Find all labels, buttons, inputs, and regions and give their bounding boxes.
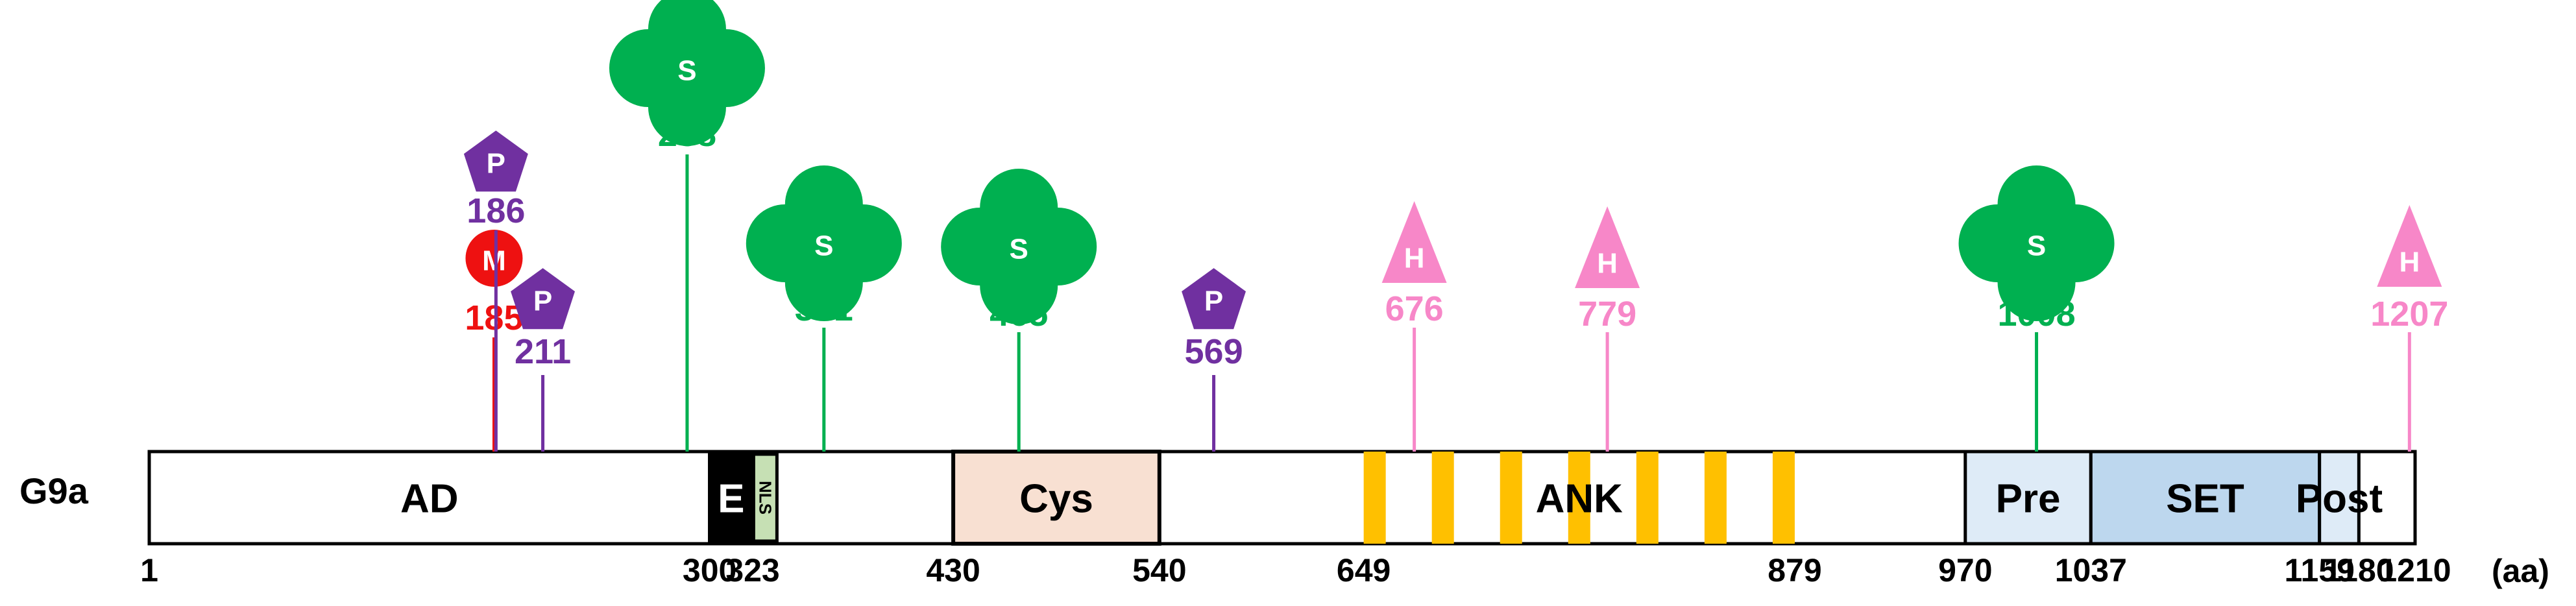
- modification-site: 361S: [746, 165, 902, 452]
- site-symbol-label: H: [2399, 247, 2420, 278]
- site-symbol-label: H: [1404, 243, 1425, 274]
- site-position-label: 676: [1385, 289, 1444, 328]
- domain-pre: Pre: [1963, 450, 2093, 546]
- tick-label: 300: [683, 552, 736, 588]
- domain-set-label: SET: [2166, 477, 2244, 522]
- hydroxylation-icon: [1575, 206, 1640, 288]
- tick-label: 649: [1337, 552, 1391, 588]
- ank-repeat: [1568, 452, 1590, 544]
- hydroxylation-icon: [1381, 201, 1447, 283]
- domain-cys: Cys: [951, 450, 1161, 546]
- domain-ad-label: AD: [400, 477, 459, 522]
- tick-label: 1159: [2284, 552, 2354, 588]
- site-symbol-label: S: [677, 55, 696, 87]
- site-symbol-label: P: [533, 285, 552, 317]
- domain-pre-label: Pre: [1996, 477, 2061, 522]
- tick-label: 540: [1132, 552, 1186, 588]
- modification-site: 779 H: [1575, 206, 1640, 452]
- domain-set: SET: [2089, 450, 2322, 546]
- phosphorylation-icon: [511, 268, 575, 330]
- site-symbol-label: S: [2027, 230, 2046, 262]
- phosphorylation-icon: [1182, 268, 1246, 330]
- modification-site: 185 M: [465, 230, 524, 452]
- ank-repeat-layer: ANK: [1363, 452, 1795, 544]
- site-symbol-label: S: [1010, 234, 1028, 265]
- ank-repeat: [1772, 452, 1795, 544]
- ank-repeat: [1500, 452, 1522, 544]
- protein-name: G9a: [19, 470, 89, 511]
- sumoylation-icon: [746, 165, 902, 321]
- modification-site: 465S: [941, 169, 1097, 452]
- tick-label: 430: [926, 552, 980, 588]
- site-symbol-label: S: [814, 230, 833, 262]
- domain-post-label: Post: [2296, 477, 2383, 522]
- tick-label: 323: [725, 552, 779, 588]
- sumoylation-icon: [1958, 165, 2115, 321]
- hydroxylation-icon: [2377, 205, 2442, 287]
- site-position-label: 186: [467, 191, 525, 230]
- domain-pre-box: [1963, 450, 2093, 546]
- domain-e-box: [708, 450, 755, 546]
- domain-cys-label: Cys: [1019, 477, 1093, 522]
- modification-site: 1207 H: [2370, 205, 2448, 452]
- tick-label: 1037: [2055, 552, 2127, 588]
- site-position-label: 569: [1185, 332, 1243, 371]
- sumoylation-icon: [941, 169, 1097, 324]
- ank-label: ANK: [1536, 477, 1623, 522]
- site-symbol-label: M: [482, 245, 506, 277]
- modification-site: 211 P: [511, 268, 575, 452]
- sumoylation-icon: [609, 0, 765, 146]
- domain-e: E: [708, 450, 755, 546]
- tick-label: 1180: [2324, 552, 2394, 588]
- domain-post: Post: [2296, 450, 2383, 546]
- domain-set-box: [2089, 450, 2322, 546]
- site-position-label: 211: [515, 332, 571, 371]
- domain-cys-box: [951, 450, 1161, 546]
- modification-site: 676 H: [1381, 201, 1447, 452]
- domain-ad: AD: [147, 450, 712, 546]
- domain-nls: NLS: [751, 452, 779, 543]
- tick-label: 970: [1938, 552, 1992, 588]
- site-position-label: 185: [465, 298, 523, 337]
- modification-site: 186 P: [463, 130, 528, 452]
- ank-repeat: [1363, 452, 1386, 544]
- domain-ad-box: [147, 450, 712, 546]
- methylation-icon: [465, 230, 523, 287]
- domain-e-label: E: [718, 477, 744, 522]
- site-position-label: 1207: [2370, 295, 2448, 333]
- modification-layer: 185M186P211P288S361S465S569P676H779H1008…: [463, 0, 2448, 452]
- modification-site: 1008S: [1958, 165, 2115, 452]
- domain-nls-box: [751, 452, 779, 543]
- tick-label: 1: [140, 552, 158, 588]
- unit-label: (aa): [2492, 553, 2549, 589]
- modification-site: 569 P: [1182, 268, 1246, 452]
- domain-nls-label: NLS: [755, 481, 775, 515]
- site-symbol-label: P: [1204, 285, 1223, 317]
- ank-repeat: [1704, 452, 1727, 544]
- tick-label: 879: [1768, 552, 1821, 588]
- modification-site: 288S: [609, 0, 765, 452]
- site-symbol-label: P: [487, 148, 505, 180]
- site-symbol-label: H: [1597, 248, 1618, 280]
- ank-repeat: [1636, 452, 1659, 544]
- ank-repeat: [1431, 452, 1454, 544]
- phosphorylation-icon: [463, 130, 528, 192]
- tick-label: 1210: [2379, 552, 2451, 588]
- domain-post-box: [2318, 450, 2361, 546]
- domain-layer: AD E NLS Cys Pre SET Post: [147, 450, 2383, 546]
- site-position-label: 779: [1578, 295, 1636, 333]
